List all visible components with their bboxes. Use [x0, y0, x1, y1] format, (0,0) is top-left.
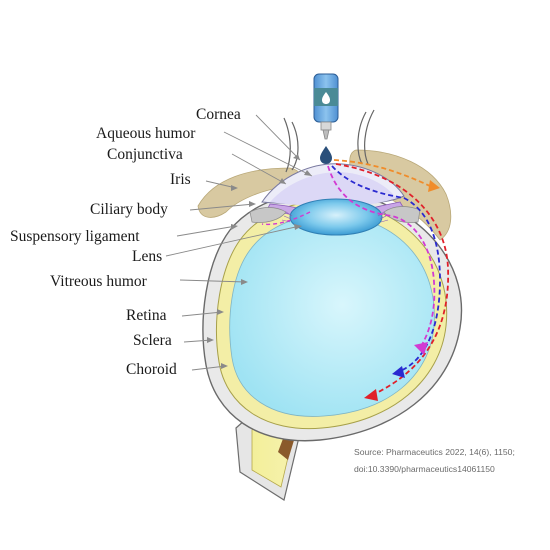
label-conjunctiva: Conjunctiva [107, 146, 183, 163]
route-path-orange [333, 159, 431, 187]
label-lens: Lens [132, 248, 162, 265]
lens-shape [289, 198, 383, 236]
ciliary-body-right [383, 206, 421, 223]
label-cornea: Cornea [196, 106, 241, 123]
route-arrow-blue [392, 366, 405, 378]
vitreous-humor-shape [229, 213, 435, 417]
route-path-blue [331, 165, 441, 373]
label-ciliary-body: Ciliary body [90, 201, 168, 218]
route-arrow-red [364, 389, 378, 401]
suspensory-ligament-left [281, 211, 293, 223]
eyelid-line-left [291, 121, 299, 171]
label-suspensory-ligament: Suspensory ligament [10, 228, 140, 245]
leader-lines [165, 114, 313, 371]
eyelid-line-right [357, 111, 367, 165]
eye-drop-icon [320, 146, 332, 164]
eyelid-line-left-2 [283, 117, 291, 173]
source-line-2: doi:10.3390/pharmaceutics14061150 [354, 464, 495, 474]
label-iris: Iris [170, 171, 191, 188]
label-retina: Retina [126, 307, 167, 324]
drop-icon-label [322, 92, 330, 104]
route-arrow-magenta [414, 342, 428, 355]
route-path-magenta [327, 165, 436, 349]
route-arrow-orange [428, 180, 440, 192]
label-choroid: Choroid [126, 361, 177, 378]
eyelid-line-right-2 [364, 109, 375, 165]
label-sclera: Sclera [133, 332, 172, 349]
ciliary-body-left [249, 207, 287, 223]
eye-drop-bottle [313, 73, 339, 164]
label-vitreous-humor: Vitreous humor [50, 273, 148, 290]
source-line-1: Source: Pharmaceutics 2022, 14(6), 1150; [354, 447, 515, 457]
aqueous-humor-shape [270, 172, 396, 206]
label-aqueous-humor: Aqueous humor [96, 125, 196, 142]
